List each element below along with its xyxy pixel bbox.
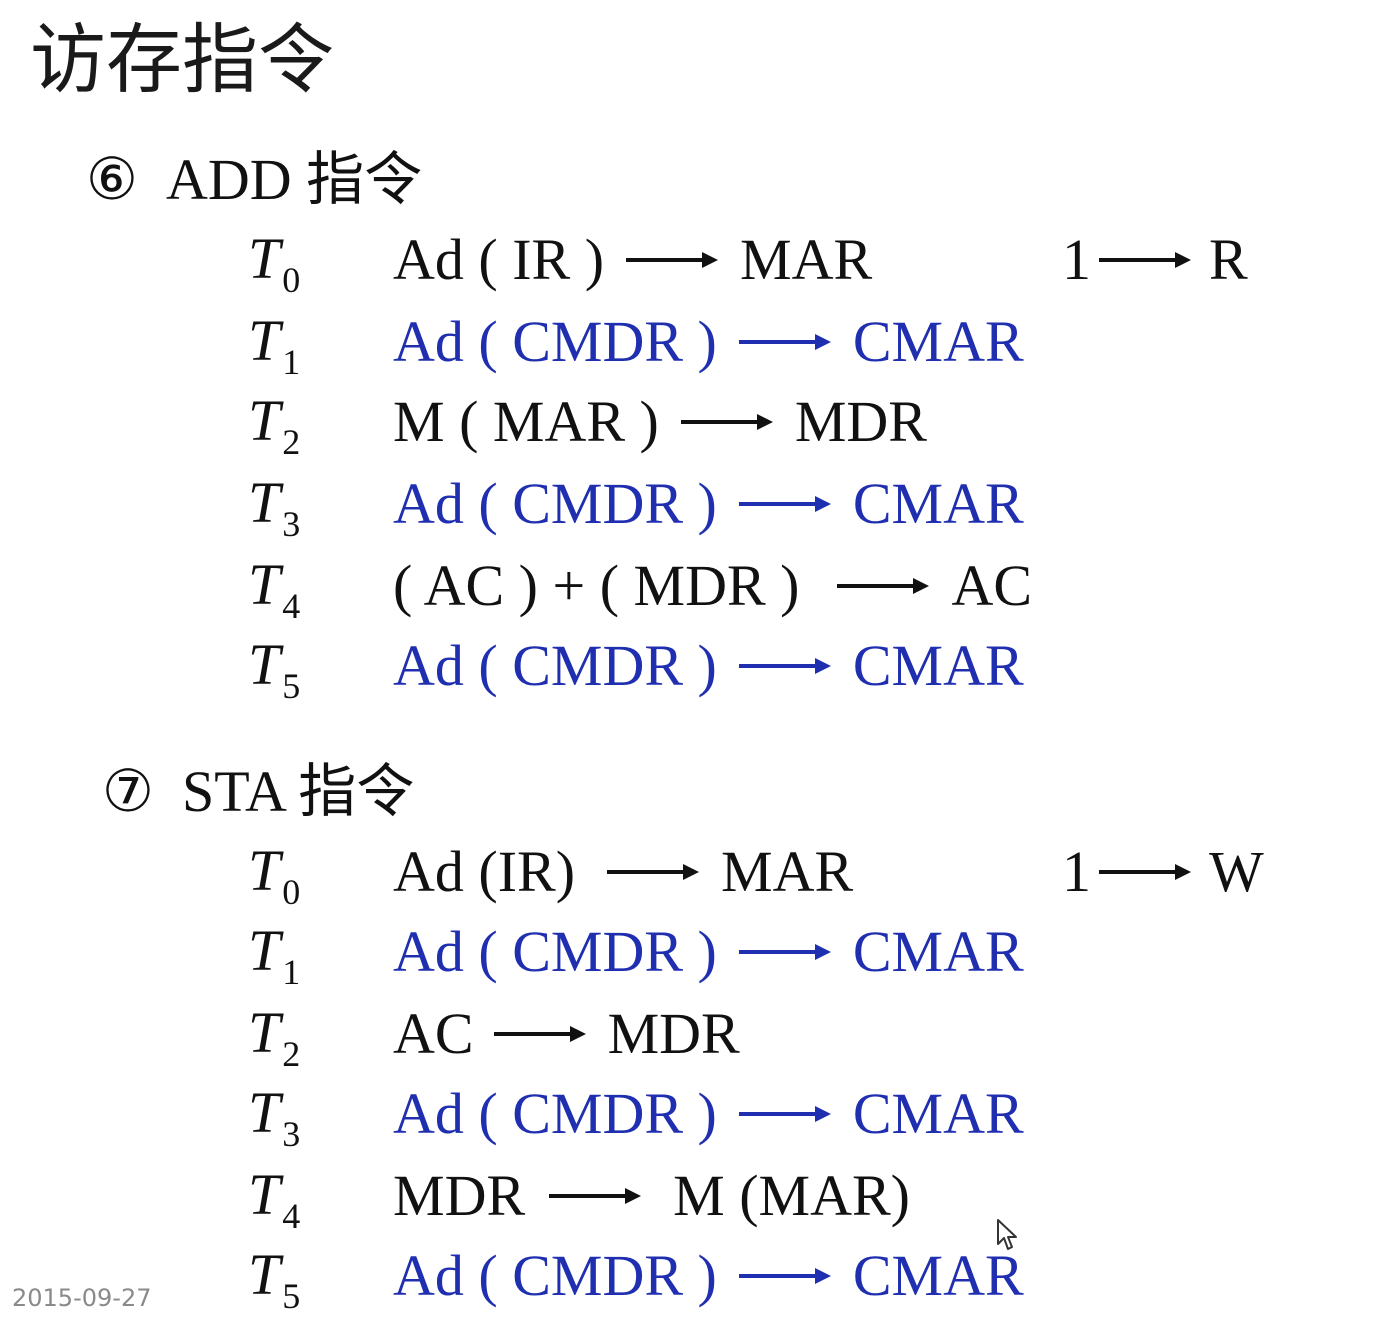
mouse-pointer-icon (996, 1218, 1018, 1252)
destination-operand: MDR (794, 389, 927, 454)
micro-operation: Ad ( CMDR ) CMAR (393, 636, 1024, 696)
right-arrow-icon (738, 1104, 831, 1124)
right-arrow-icon (626, 250, 719, 270)
right-arrow-icon (549, 1186, 642, 1206)
micro-operation: Ad ( CMDR ) CMAR (393, 312, 1024, 372)
right-arrow-icon (738, 494, 831, 514)
time-label: T5 (248, 632, 301, 706)
right-arrow-icon (837, 576, 930, 596)
destination-operand: CMAR (852, 919, 1024, 984)
section-number: ⑦ (102, 757, 154, 825)
time-label: T0 (248, 226, 301, 300)
destination-operand: MAR (721, 839, 854, 904)
source-operand: Ad ( IR ) (393, 227, 605, 292)
step-row: T0 Ad (IR) MAR 1 W (0, 842, 1387, 914)
micro-operation: M ( MAR ) MDR (393, 392, 927, 452)
destination-operand: MAR (740, 227, 873, 292)
source-operand: Ad ( CMDR ) (393, 1081, 717, 1146)
time-label: T1 (248, 918, 301, 992)
signal-value: 1 (1062, 227, 1091, 292)
time-label: T1 (248, 308, 301, 382)
control-signal: 1 W (1062, 842, 1264, 902)
instruction-suffix: 指令 (298, 757, 415, 825)
source-operand: M ( MAR ) (393, 389, 659, 454)
time-label: T2 (248, 388, 301, 462)
slide-date: 2015-09-27 (12, 1284, 152, 1312)
micro-operation: Ad ( IR ) MAR (393, 230, 872, 290)
right-arrow-icon (738, 332, 831, 352)
destination-operand: CMAR (852, 633, 1024, 698)
control-signal: 1 R (1062, 230, 1248, 290)
right-arrow-icon (680, 412, 773, 432)
micro-operation: Ad ( CMDR ) CMAR (393, 474, 1024, 534)
micro-operation: Ad ( CMDR ) CMAR (393, 922, 1024, 982)
destination-operand: CMAR (852, 309, 1024, 374)
signal-name: R (1209, 227, 1248, 292)
time-label: T2 (248, 1000, 301, 1074)
instruction-name: STA (182, 759, 284, 824)
right-arrow-icon (738, 656, 831, 676)
destination-operand: CMAR (852, 1243, 1024, 1308)
source-operand: AC (393, 1001, 474, 1066)
signal-name: W (1209, 839, 1264, 904)
page-title: 访存指令 (30, 15, 334, 104)
source-operand: Ad ( CMDR ) (393, 633, 717, 698)
destination-operand: CMAR (852, 1081, 1024, 1146)
source-operand: Ad ( CMDR ) (393, 919, 717, 984)
time-label: T3 (248, 1080, 301, 1154)
right-arrow-icon (738, 1266, 831, 1286)
micro-operation: Ad ( CMDR ) CMAR (393, 1084, 1024, 1144)
signal-value: 1 (1062, 839, 1091, 904)
step-row: T3 Ad ( CMDR ) CMAR (0, 1084, 1387, 1156)
source-operand: Ad ( CMDR ) (393, 471, 717, 536)
source-operand: Ad ( CMDR ) (393, 1243, 717, 1308)
destination-operand: CMAR (852, 471, 1024, 536)
step-row: T4 ( AC ) + ( MDR ) AC (0, 556, 1387, 628)
step-row: T3 Ad ( CMDR ) CMAR (0, 474, 1387, 546)
instruction-suffix: 指令 (306, 145, 423, 213)
right-arrow-icon (493, 1024, 586, 1044)
right-arrow-icon (738, 942, 831, 962)
micro-operation: AC MDR (393, 1004, 740, 1064)
right-arrow-icon (607, 862, 700, 882)
destination-operand: M (MAR) (673, 1163, 910, 1228)
step-row: T0 Ad ( IR ) MAR 1 R (0, 230, 1387, 302)
step-row: T5 Ad ( CMDR ) CMAR (0, 1246, 1387, 1318)
step-row: T1 Ad ( CMDR ) CMAR (0, 312, 1387, 384)
micro-operation: Ad ( CMDR ) CMAR (393, 1246, 1024, 1306)
destination-operand: MDR (607, 1001, 740, 1066)
step-row: T2 M ( MAR ) MDR (0, 392, 1387, 464)
source-operand: MDR (393, 1163, 526, 1228)
time-label: T4 (248, 1162, 301, 1236)
right-arrow-icon (1099, 862, 1191, 882)
micro-operation: MDR M (MAR) (393, 1166, 910, 1226)
time-label: T4 (248, 552, 301, 626)
source-operand: ( AC ) + ( MDR ) (393, 553, 800, 618)
time-label: T5 (248, 1242, 301, 1316)
time-label: T3 (248, 470, 301, 544)
step-row: T2 AC MDR (0, 1004, 1387, 1076)
micro-operation: ( AC ) + ( MDR ) AC (393, 556, 1032, 616)
section-number: ⑥ (86, 145, 138, 213)
right-arrow-icon (1099, 250, 1191, 270)
source-operand: Ad ( CMDR ) (393, 309, 717, 374)
destination-operand: AC (951, 553, 1033, 618)
source-operand: Ad (IR) (393, 839, 576, 904)
step-row: T4 MDR M (MAR) (0, 1166, 1387, 1238)
step-row: T5 Ad ( CMDR ) CMAR (0, 636, 1387, 708)
instruction-name: ADD (166, 147, 292, 212)
micro-operation: Ad (IR) MAR (393, 842, 853, 902)
time-label: T0 (248, 838, 301, 912)
step-row: T1 Ad ( CMDR ) CMAR (0, 922, 1387, 994)
